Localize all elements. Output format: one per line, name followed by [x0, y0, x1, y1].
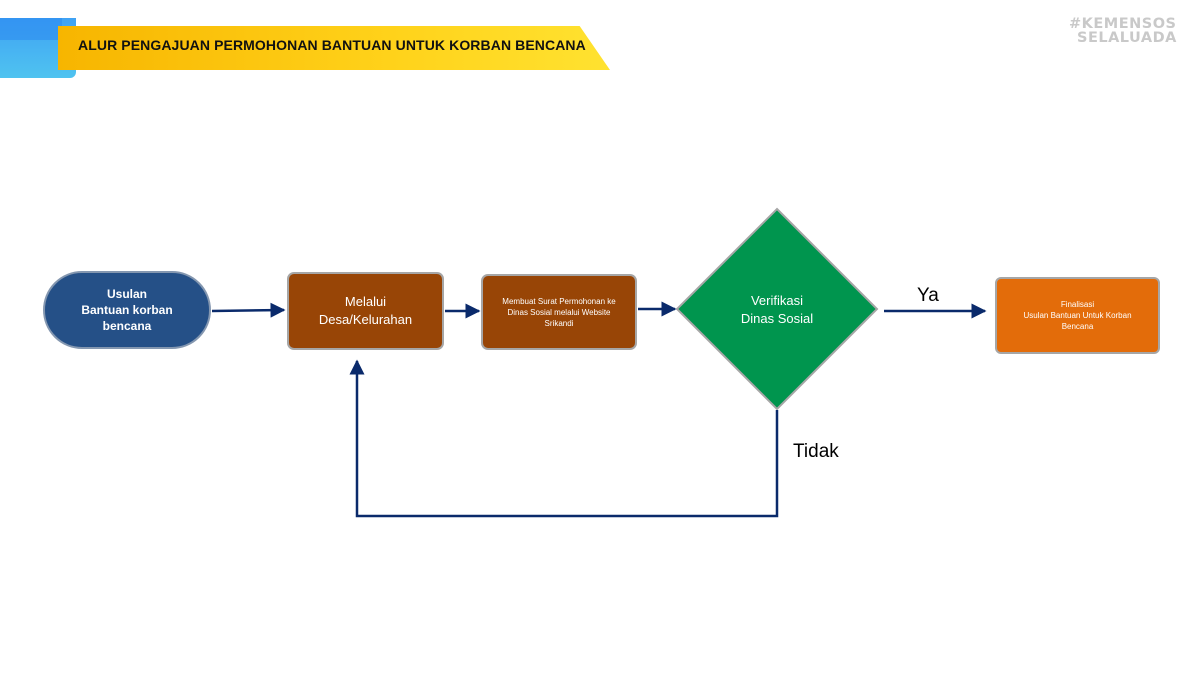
membuat-node-label: Membuat Surat Permohonan ke Dinas Sosial… [502, 296, 616, 328]
final-node [995, 277, 1160, 354]
process-node-melalui [287, 272, 444, 350]
decision-node [675, 207, 879, 411]
start-node [43, 271, 211, 349]
page-title: ALUR PENGAJUAN PERMOHONAN BANTUAN UNTUK … [78, 37, 586, 53]
header-bar: ALUR PENGAJUAN PERMOHONAN BANTUAN UNTUK … [0, 0, 1197, 90]
finalisasi-node-label: Finalisasi Usulan Bantuan Untuk Korban B… [1023, 300, 1132, 331]
melalui-node-label: Melalui Desa/Kelurahan [318, 294, 413, 327]
brand-line-2: SELALUADA [1077, 30, 1177, 46]
process-node-membuat [481, 274, 637, 350]
arrow-tidak-loop [349, 359, 779, 518]
verifikasi-node-label: Verifikasi Dinas Sosial [740, 293, 814, 326]
brand-line-1: #KEMENSOS [1069, 16, 1177, 32]
title-band [58, 26, 610, 70]
edge-label-ya: Ya [917, 285, 939, 306]
start-node-label: Usulan Bantuan korban bencana [81, 287, 173, 333]
brand-logo: #KEMENSOS SELALUADA [1069, 16, 1179, 46]
edge-label-tidak: Tidak [793, 441, 839, 462]
arrow-start-to-melalui [211, 302, 286, 318]
